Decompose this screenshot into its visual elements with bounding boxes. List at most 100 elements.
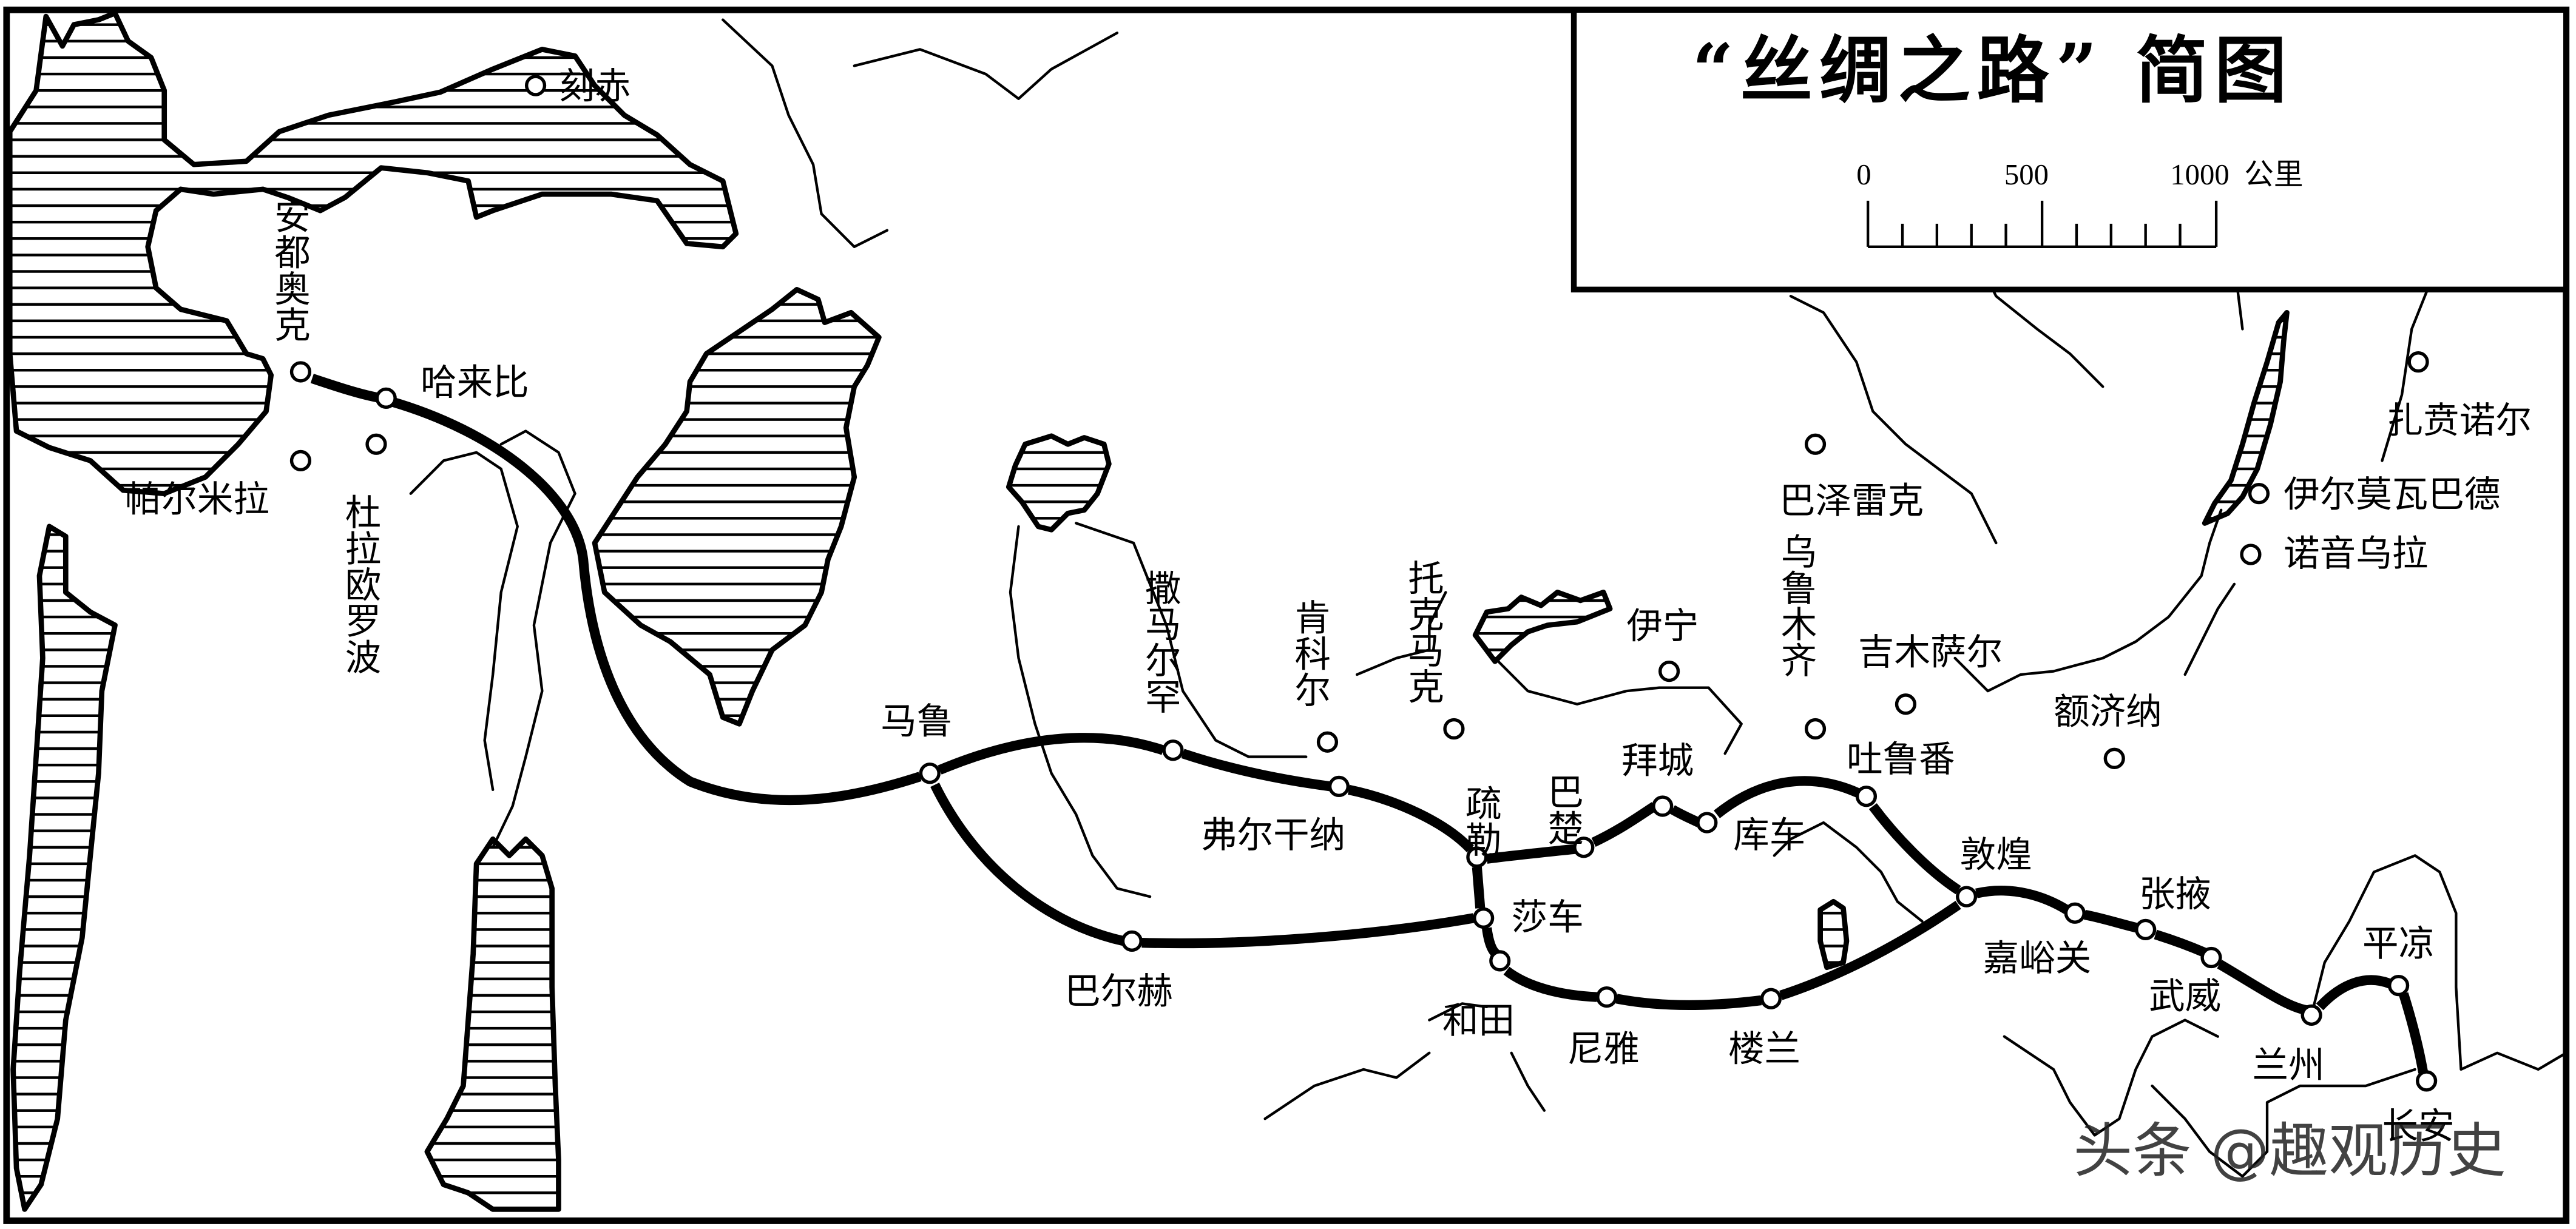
city-label-halaibi: 哈来比: [421, 362, 529, 404]
city-label-samaerhan: 撒马尔罕: [1139, 569, 1181, 714]
city-marker-bachu: [1573, 837, 1595, 858]
route-tarim-north: [1486, 776, 1961, 895]
city-marker-shache: [1473, 907, 1495, 929]
silk-road-routes: [310, 374, 2429, 1074]
city-labels: 哈来比 帕尔米拉 刻赤 马鲁 弗尔干纳 伊宁 拜城 库车 吉木萨尔 吐鲁番 额济…: [125, 66, 2532, 1148]
city-label-zhabennuoer: 扎贲诺尔: [2387, 400, 2532, 442]
city-label-bazeleike: 巴泽雷克: [1779, 480, 1924, 522]
city-label-lanzhou: 兰州: [2253, 1045, 2325, 1086]
route-west: [310, 374, 922, 806]
city-marker-bazeleike: [1804, 433, 1827, 455]
city-label-andouke: 安都奥克: [268, 197, 310, 342]
city-marker-wuwei: [2200, 946, 2222, 969]
city-marker-yining: [1658, 660, 1680, 682]
city-label-wulumuqi: 乌鲁木齐: [1775, 533, 1817, 678]
city-label-jiayuguan: 嘉峪关: [1983, 938, 2092, 980]
city-label-shache: 莎车: [1512, 897, 1584, 938]
lake-baikal: [2202, 309, 2290, 526]
city-marker-andouke: [289, 361, 312, 383]
city-label-malu: 马鲁: [881, 701, 953, 743]
map-border: [3, 6, 2570, 1224]
city-labels-vertical: 安都奥克 杜拉欧罗波 撒马尔罕 肯科尔 托克马克 疏勒 巴楚 乌鲁木齐: [268, 197, 1817, 857]
city-marker-tulufan: [1855, 786, 1878, 807]
city-label-kechi: 刻赤: [558, 66, 630, 108]
city-marker-baerhe: [1121, 930, 1143, 952]
city-label-fuerganna: 弗尔干纳: [1201, 815, 1345, 857]
city-label-tulufan: 吐鲁番: [1847, 739, 1955, 781]
city-marker-baicheng: [1652, 795, 1674, 817]
city-label-loulan: 楼兰: [1728, 1028, 1800, 1070]
balkhash-lake: [1472, 590, 1613, 664]
watermark: 头条 @趣观历史: [2074, 1117, 2506, 1186]
city-marker-jimusaer: [1895, 693, 1917, 715]
city-marker-kuche: [1696, 812, 1718, 833]
city-label-dunhuang: 敦煌: [1960, 834, 2032, 876]
city-label-nuoyinwula: 诺音乌拉: [2284, 533, 2428, 575]
scale-unit: 公里: [2244, 158, 2303, 191]
city-marker-nuoyinwula: [2240, 544, 2262, 565]
caspian-sea: [592, 287, 882, 727]
city-label-zhangye: 张掖: [2139, 874, 2211, 915]
aral-sea: [1006, 433, 1112, 533]
mediterranean-sea: [7, 10, 739, 496]
city-marker-ejina: [2103, 747, 2125, 769]
route-guanzhong: [2316, 975, 2429, 1074]
city-marker-tuokemake: [1443, 718, 1465, 740]
city-marker-samaerhan: [1162, 739, 1184, 761]
city-marker-hetian: [1489, 950, 1511, 972]
city-label-ejina: 额济纳: [2054, 691, 2162, 733]
red-sea: [10, 524, 118, 1212]
scale-tick-500: 500: [2004, 158, 2049, 191]
legend-box: “丝绸之路” 简图 0 500 1000 公里: [1570, 7, 2569, 293]
city-label-kenkeer: 肯科尔: [1288, 599, 1330, 707]
route-hexi: [1975, 886, 2308, 1015]
scale-tick-1000: 1000: [2170, 158, 2229, 191]
city-marker-halaibi: [375, 387, 397, 409]
city-marker-shule: [1466, 846, 1488, 868]
route-north-central: [938, 733, 1474, 853]
city-marker-changan: [2416, 1070, 2438, 1092]
city-label-shule: 疏勒: [1459, 785, 1501, 857]
city-marker-kenkeer: [1316, 731, 1339, 753]
city-marker-fuerganna: [1328, 775, 1350, 798]
city-label-niya: 尼雅: [1567, 1028, 1640, 1070]
city-marker-loulan: [1760, 988, 1782, 1009]
city-marker-malu: [919, 763, 941, 784]
city-label-bachu: 巴楚: [1541, 773, 1583, 846]
city-label-baerhe: 巴尔赫: [1064, 971, 1173, 1012]
city-marker-jiayuguan: [2064, 902, 2086, 924]
city-label-kuche: 库车: [1733, 815, 1805, 857]
city-label-changan: 长安: [2382, 1106, 2455, 1148]
city-label-wuwei: 武威: [2149, 976, 2221, 1018]
city-markers: [289, 75, 2438, 1092]
persian-gulf: [424, 836, 561, 1212]
city-marker-paermila: [289, 450, 312, 472]
scale-bar: 0 500 1000 公里: [1856, 158, 2304, 248]
city-label-yining: 伊宁: [1626, 605, 1699, 647]
city-label-jimusaer: 吉木萨尔: [1858, 632, 2003, 674]
city-label-tuokemake: 托克马克: [1402, 559, 1444, 704]
route-south-central: [930, 783, 1475, 949]
route-tarim-south: [1472, 866, 1961, 1010]
scale-tick-0: 0: [1856, 158, 1871, 191]
city-label-baicheng: 拜城: [1621, 741, 1694, 783]
city-marker-zhabennuoer: [2407, 351, 2429, 373]
city-marker-kechi: [524, 75, 547, 96]
city-label-dulaouluobo: 杜拉欧罗波: [339, 494, 380, 675]
city-marker-dulaouluobo: [365, 433, 387, 455]
city-label-yiermowabade: 伊尔莫瓦巴德: [2284, 474, 2500, 516]
city-marker-zhangye: [2135, 918, 2157, 941]
water-bodies: [7, 10, 2290, 1212]
city-marker-niya: [1596, 986, 1618, 1008]
city-label-hetian: 和田: [1442, 1000, 1515, 1042]
city-label-paermila: 帕尔米拉: [125, 479, 269, 520]
city-marker-yiermowabade: [2248, 483, 2270, 505]
city-marker-lanzhou: [2300, 1004, 2322, 1026]
rivers: [409, 18, 2568, 1178]
city-marker-dunhuang: [1956, 886, 1978, 907]
city-marker-pingliang: [2388, 974, 2410, 997]
lop-nur: [1817, 898, 1850, 971]
city-marker-wulumuqi: [1804, 718, 1827, 740]
map-title: “丝绸之路” 简图: [1692, 28, 2293, 113]
